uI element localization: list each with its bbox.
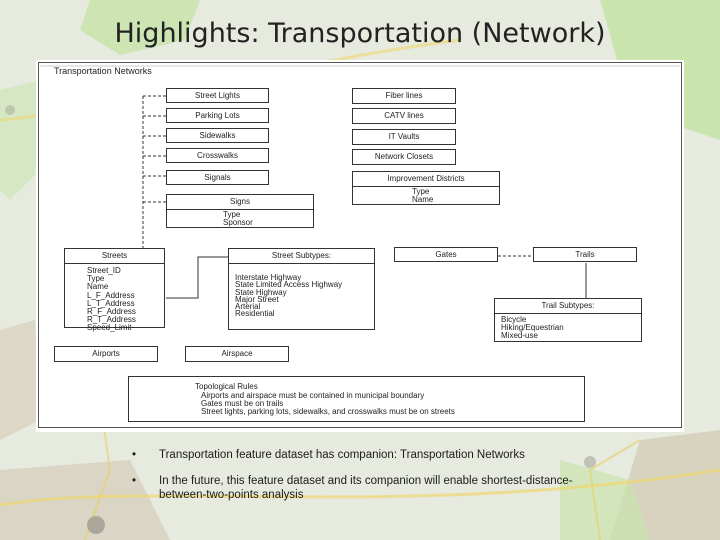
trails-label: Trails: [575, 250, 595, 259]
bullet-list: • Transportation feature dataset has com…: [130, 448, 580, 514]
parking-lots-label: Parking Lots: [195, 111, 240, 120]
sidewalks-label: Sidewalks: [199, 131, 236, 140]
trail-subtype-item: Hiking/Equestrian: [501, 323, 564, 333]
street-lights-box: Street Lights: [166, 88, 269, 103]
topological-rule: Street lights, parking lots, sidewalks, …: [201, 407, 455, 416]
streets-field: L_F_Address: [87, 290, 135, 300]
streets-field: Type: [87, 274, 105, 284]
bullet-item: • In the future, this feature dataset an…: [130, 474, 580, 502]
diagram-title: Transportation Networks: [54, 66, 152, 76]
topological-rules-title: Topological Rules: [195, 382, 258, 391]
topological-rules-box: Topological Rules Airports and airspace …: [128, 376, 585, 422]
street-subtype-item: Interstate Highway: [235, 273, 302, 282]
streets-box: Streets Street_ID Type Name L_F_Address …: [64, 248, 165, 332]
gates-box: Gates: [394, 247, 498, 262]
gates-label: Gates: [435, 250, 457, 259]
street-subtypes-title: Street Subtypes:: [229, 249, 374, 264]
sidewalks-box: Sidewalks: [166, 128, 269, 143]
streets-field: R_T_Address: [87, 315, 136, 325]
airspace-label: Airspace: [221, 349, 253, 358]
improvement-districts-field: Name: [412, 195, 434, 205]
fiber-lines-box: Fiber lines: [352, 88, 456, 104]
airspace-box: Airspace: [185, 346, 289, 362]
signs-box: Signs Type Sponsor: [166, 194, 314, 228]
bullet-dot-icon: •: [132, 475, 137, 487]
crosswalks-label: Crosswalks: [197, 151, 238, 160]
street-subtype-item: State Highway: [235, 287, 287, 297]
signs-title: Signs: [167, 195, 313, 210]
bullet-text: Transportation feature dataset has compa…: [159, 449, 525, 461]
trail-subtypes-title: Trail Subtypes:: [495, 299, 641, 314]
streets-field: Name: [87, 282, 109, 292]
streets-field: Speed_Limit: [87, 323, 132, 333]
diagram-panel: Transportation Networks Street Lights Pa…: [36, 60, 684, 432]
network-closets-label: Network Closets: [374, 152, 434, 161]
streets-field: Street_ID: [87, 266, 121, 275]
fiber-lines-label: Fiber lines: [385, 91, 423, 100]
street-lights-label: Street Lights: [195, 91, 240, 100]
signals-label: Signals: [204, 173, 231, 182]
airports-box: Airports: [54, 346, 158, 362]
signals-box: Signals: [166, 170, 269, 185]
street-subtypes-box: Street Subtypes: Interstate Highway Stat…: [228, 248, 375, 330]
improvement-districts-title: Improvement Districts: [353, 172, 499, 187]
improvement-districts-box: Improvement Districts Type Name: [352, 171, 500, 205]
trail-subtypes-box: Trail Subtypes: Bicycle Hiking/Equestria…: [494, 298, 642, 342]
street-subtype-item: State Limited Access Highway: [235, 280, 343, 290]
bullet-text: In the future, this feature dataset and …: [159, 475, 573, 501]
bullet-item: • Transportation feature dataset has com…: [130, 448, 580, 462]
it-vaults-box: IT Vaults: [352, 129, 456, 145]
trail-subtype-item: Bicycle: [501, 315, 527, 324]
airports-label: Airports: [92, 349, 120, 358]
street-subtype-item: Arterial: [235, 302, 261, 312]
street-subtype-item: Major Street: [235, 294, 279, 304]
bullet-dot-icon: •: [132, 449, 137, 461]
network-closets-box: Network Closets: [352, 149, 456, 165]
street-subtype-item: Residential: [235, 309, 275, 319]
it-vaults-label: IT Vaults: [388, 132, 420, 141]
streets-field: R_F_Address: [87, 307, 136, 317]
streets-title: Streets: [65, 249, 164, 264]
slide-title: Highlights: Transportation (Network): [114, 18, 606, 49]
signs-field: Type: [223, 210, 241, 219]
improvement-districts-field: Type: [412, 187, 430, 196]
trail-subtype-item: Mixed-use: [501, 331, 538, 341]
diagram-connectors: [38, 62, 682, 428]
streets-field: L_T_Address: [87, 298, 135, 308]
trails-box: Trails: [533, 247, 637, 262]
topological-rule: Airports and airspace must be contained …: [201, 391, 425, 400]
topological-rule: Gates must be on trails: [201, 399, 284, 408]
catv-lines-label: CATV lines: [384, 111, 424, 120]
signs-field: Sponsor: [223, 218, 253, 228]
catv-lines-box: CATV lines: [352, 108, 456, 124]
parking-lots-box: Parking Lots: [166, 108, 269, 123]
crosswalks-box: Crosswalks: [166, 148, 269, 163]
